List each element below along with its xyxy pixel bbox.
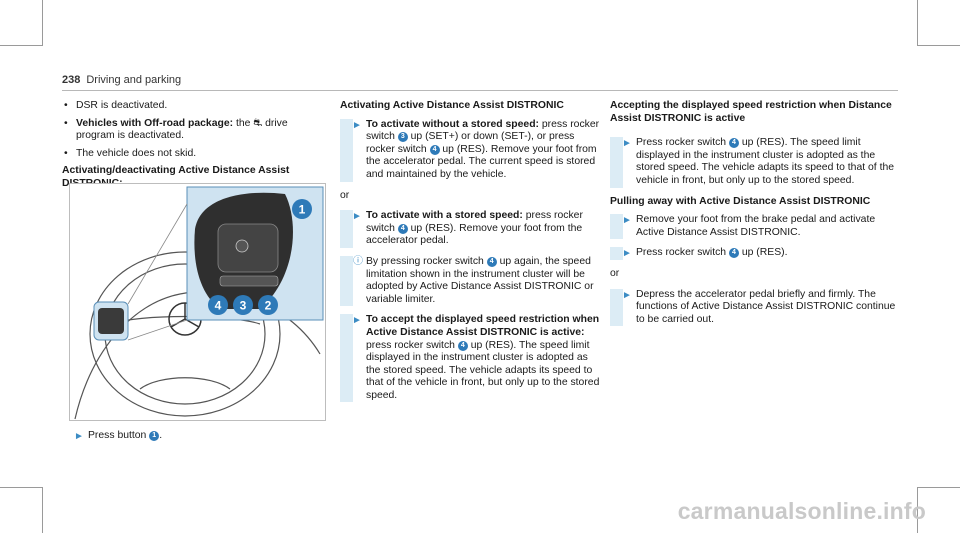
callout-4: 4: [215, 299, 222, 313]
list-item: DSR is deactivated.: [62, 100, 327, 113]
arrow-icon: ►: [74, 431, 84, 442]
or-text: or: [610, 267, 620, 279]
callout-badge: 1: [149, 431, 160, 441]
instruction-step: ► Press button 1.: [74, 430, 163, 442]
instruction-step: ► To activate without a stored speed: pr…: [340, 118, 602, 182]
instruction-step: ► Press rocker switch 4 up (RES). The sp…: [610, 137, 898, 188]
section-heading: Accepting the displayed speed restrictio…: [610, 100, 892, 124]
crop-mark: [0, 487, 43, 488]
arrow-icon: ►: [622, 289, 632, 301]
callout-3: 3: [240, 299, 247, 313]
instruction-step: ► To activate with a stored speed: press…: [340, 210, 602, 248]
section-heading: Activating Active Distance Assist DISTRO…: [340, 100, 564, 111]
list-item: The vehicle does not skid.: [62, 148, 327, 161]
crop-mark: [917, 487, 918, 533]
callout-1: 1: [299, 203, 306, 217]
instruction-step: ► Press rocker switch 4 up (RES).: [610, 247, 898, 260]
crop-mark: [42, 0, 43, 46]
arrow-icon: ►: [352, 119, 362, 131]
info-note: ⓘ By pressing rocker switch 4 up again, …: [340, 255, 602, 307]
crop-mark: [0, 45, 43, 46]
page-header: 238 Driving and parking: [62, 74, 181, 86]
watermark: carmanualsonline.info: [677, 498, 926, 524]
arrow-icon: ►: [622, 248, 632, 260]
arrow-icon: ►: [352, 211, 362, 223]
section-title: Driving and parking: [86, 74, 182, 86]
instruction-step: ► Remove your foot from the brake pedal …: [610, 214, 898, 240]
crop-mark: [42, 487, 43, 533]
column-3: Accepting the displayed speed restrictio…: [610, 100, 898, 334]
column-1-step: ► Press button 1.: [62, 430, 327, 451]
header-rule: [62, 90, 898, 91]
arrow-icon: ►: [352, 315, 362, 327]
page-number: 238: [62, 74, 81, 86]
crop-mark: [917, 487, 960, 488]
info-icon: ⓘ: [353, 255, 363, 267]
crop-mark: [917, 45, 960, 46]
instruction-step: ► Depress the accelerator pedal briefly …: [610, 288, 898, 327]
arrow-icon: ►: [622, 138, 632, 150]
list-item: Vehicles with Off-road package: the ⛐ dr…: [62, 118, 327, 143]
arrow-icon: ►: [622, 215, 632, 227]
section-heading: Pulling away with Active Distance Assist…: [610, 195, 871, 207]
or-text: or: [340, 189, 350, 201]
callout-2: 2: [265, 299, 272, 313]
crop-mark: [917, 0, 918, 46]
column-2: Activating Active Distance Assist DISTRO…: [340, 100, 602, 410]
steering-wheel-illustration: 1 4 3 2: [69, 183, 326, 421]
instruction-step: ► To accept the displayed speed restrict…: [340, 314, 602, 403]
